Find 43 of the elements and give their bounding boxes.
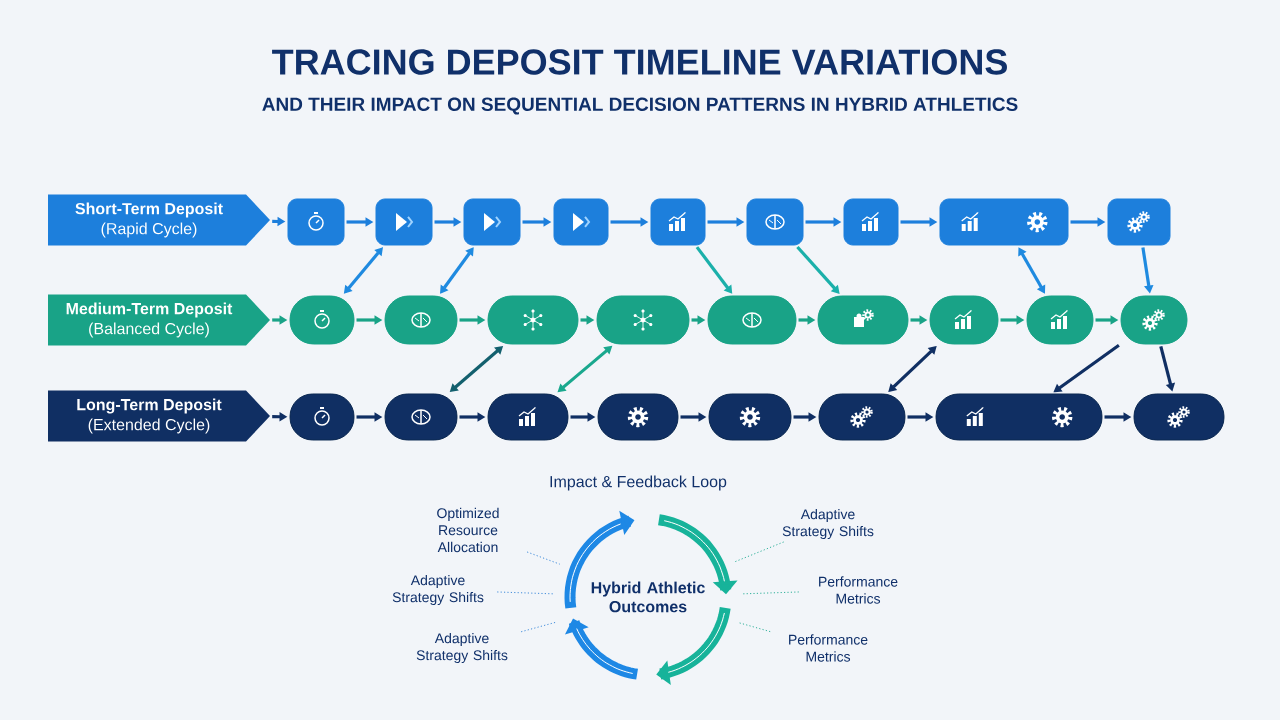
section-heading: Impact & Feedback Loop — [550, 475, 727, 491]
arrow — [695, 246, 733, 294]
arrow — [1053, 343, 1120, 393]
step-tile — [746, 198, 804, 246]
step-tile — [287, 198, 345, 246]
step-tile — [929, 295, 999, 345]
leader-line — [734, 541, 785, 563]
arrow — [796, 245, 840, 294]
loop-label: Performance Metrics — [819, 576, 898, 604]
loop-label: Optimized Resource Allocation — [437, 507, 499, 553]
loop-label: Performance Metrics — [789, 634, 868, 662]
step-tile — [553, 198, 609, 246]
step-tile — [289, 295, 355, 345]
row-banner: Medium-Term Deposit (Balanced Cycle) — [48, 294, 270, 346]
loop-label: Adaptive Strategy Shifts — [416, 632, 508, 663]
step-tile — [463, 198, 521, 246]
step-tile — [1107, 198, 1171, 246]
step-tile — [818, 393, 906, 441]
step-tile — [1026, 295, 1094, 345]
leader-line — [741, 591, 800, 595]
step-tile — [939, 198, 1069, 246]
title: TRACING DEPOSIT TIMELINE VARIATIONS — [272, 49, 1007, 75]
leader-line — [520, 621, 558, 633]
step-tile — [289, 393, 355, 441]
step-tile — [843, 198, 899, 246]
step-tile — [708, 393, 792, 441]
row-banner: Short-Term Deposit (Rapid Cycle) — [48, 194, 270, 246]
step-tile — [597, 393, 679, 441]
step-tile — [487, 393, 569, 441]
row-banner: Long-Term Deposit (Extended Cycle) — [48, 390, 270, 442]
step-tile — [375, 198, 433, 246]
step-tile — [384, 393, 458, 441]
leader-line — [738, 622, 771, 633]
subtitle: AND THEIR IMPACT ON SEQUENTIAL DECISION PATTERNS IN HYBRID ATHLETICS — [262, 97, 1018, 115]
step-tile — [384, 295, 458, 345]
leader-line — [526, 551, 561, 565]
loop-label: Adaptive Strategy Shifts — [392, 574, 484, 605]
step-tile — [1120, 295, 1188, 345]
arrow — [440, 247, 474, 294]
loop-label: Adaptive Strategy Shifts — [782, 508, 874, 539]
leader-line — [496, 591, 555, 595]
center-label: Hybrid Athletic Outcomes — [591, 581, 705, 613]
step-tile — [650, 198, 706, 246]
